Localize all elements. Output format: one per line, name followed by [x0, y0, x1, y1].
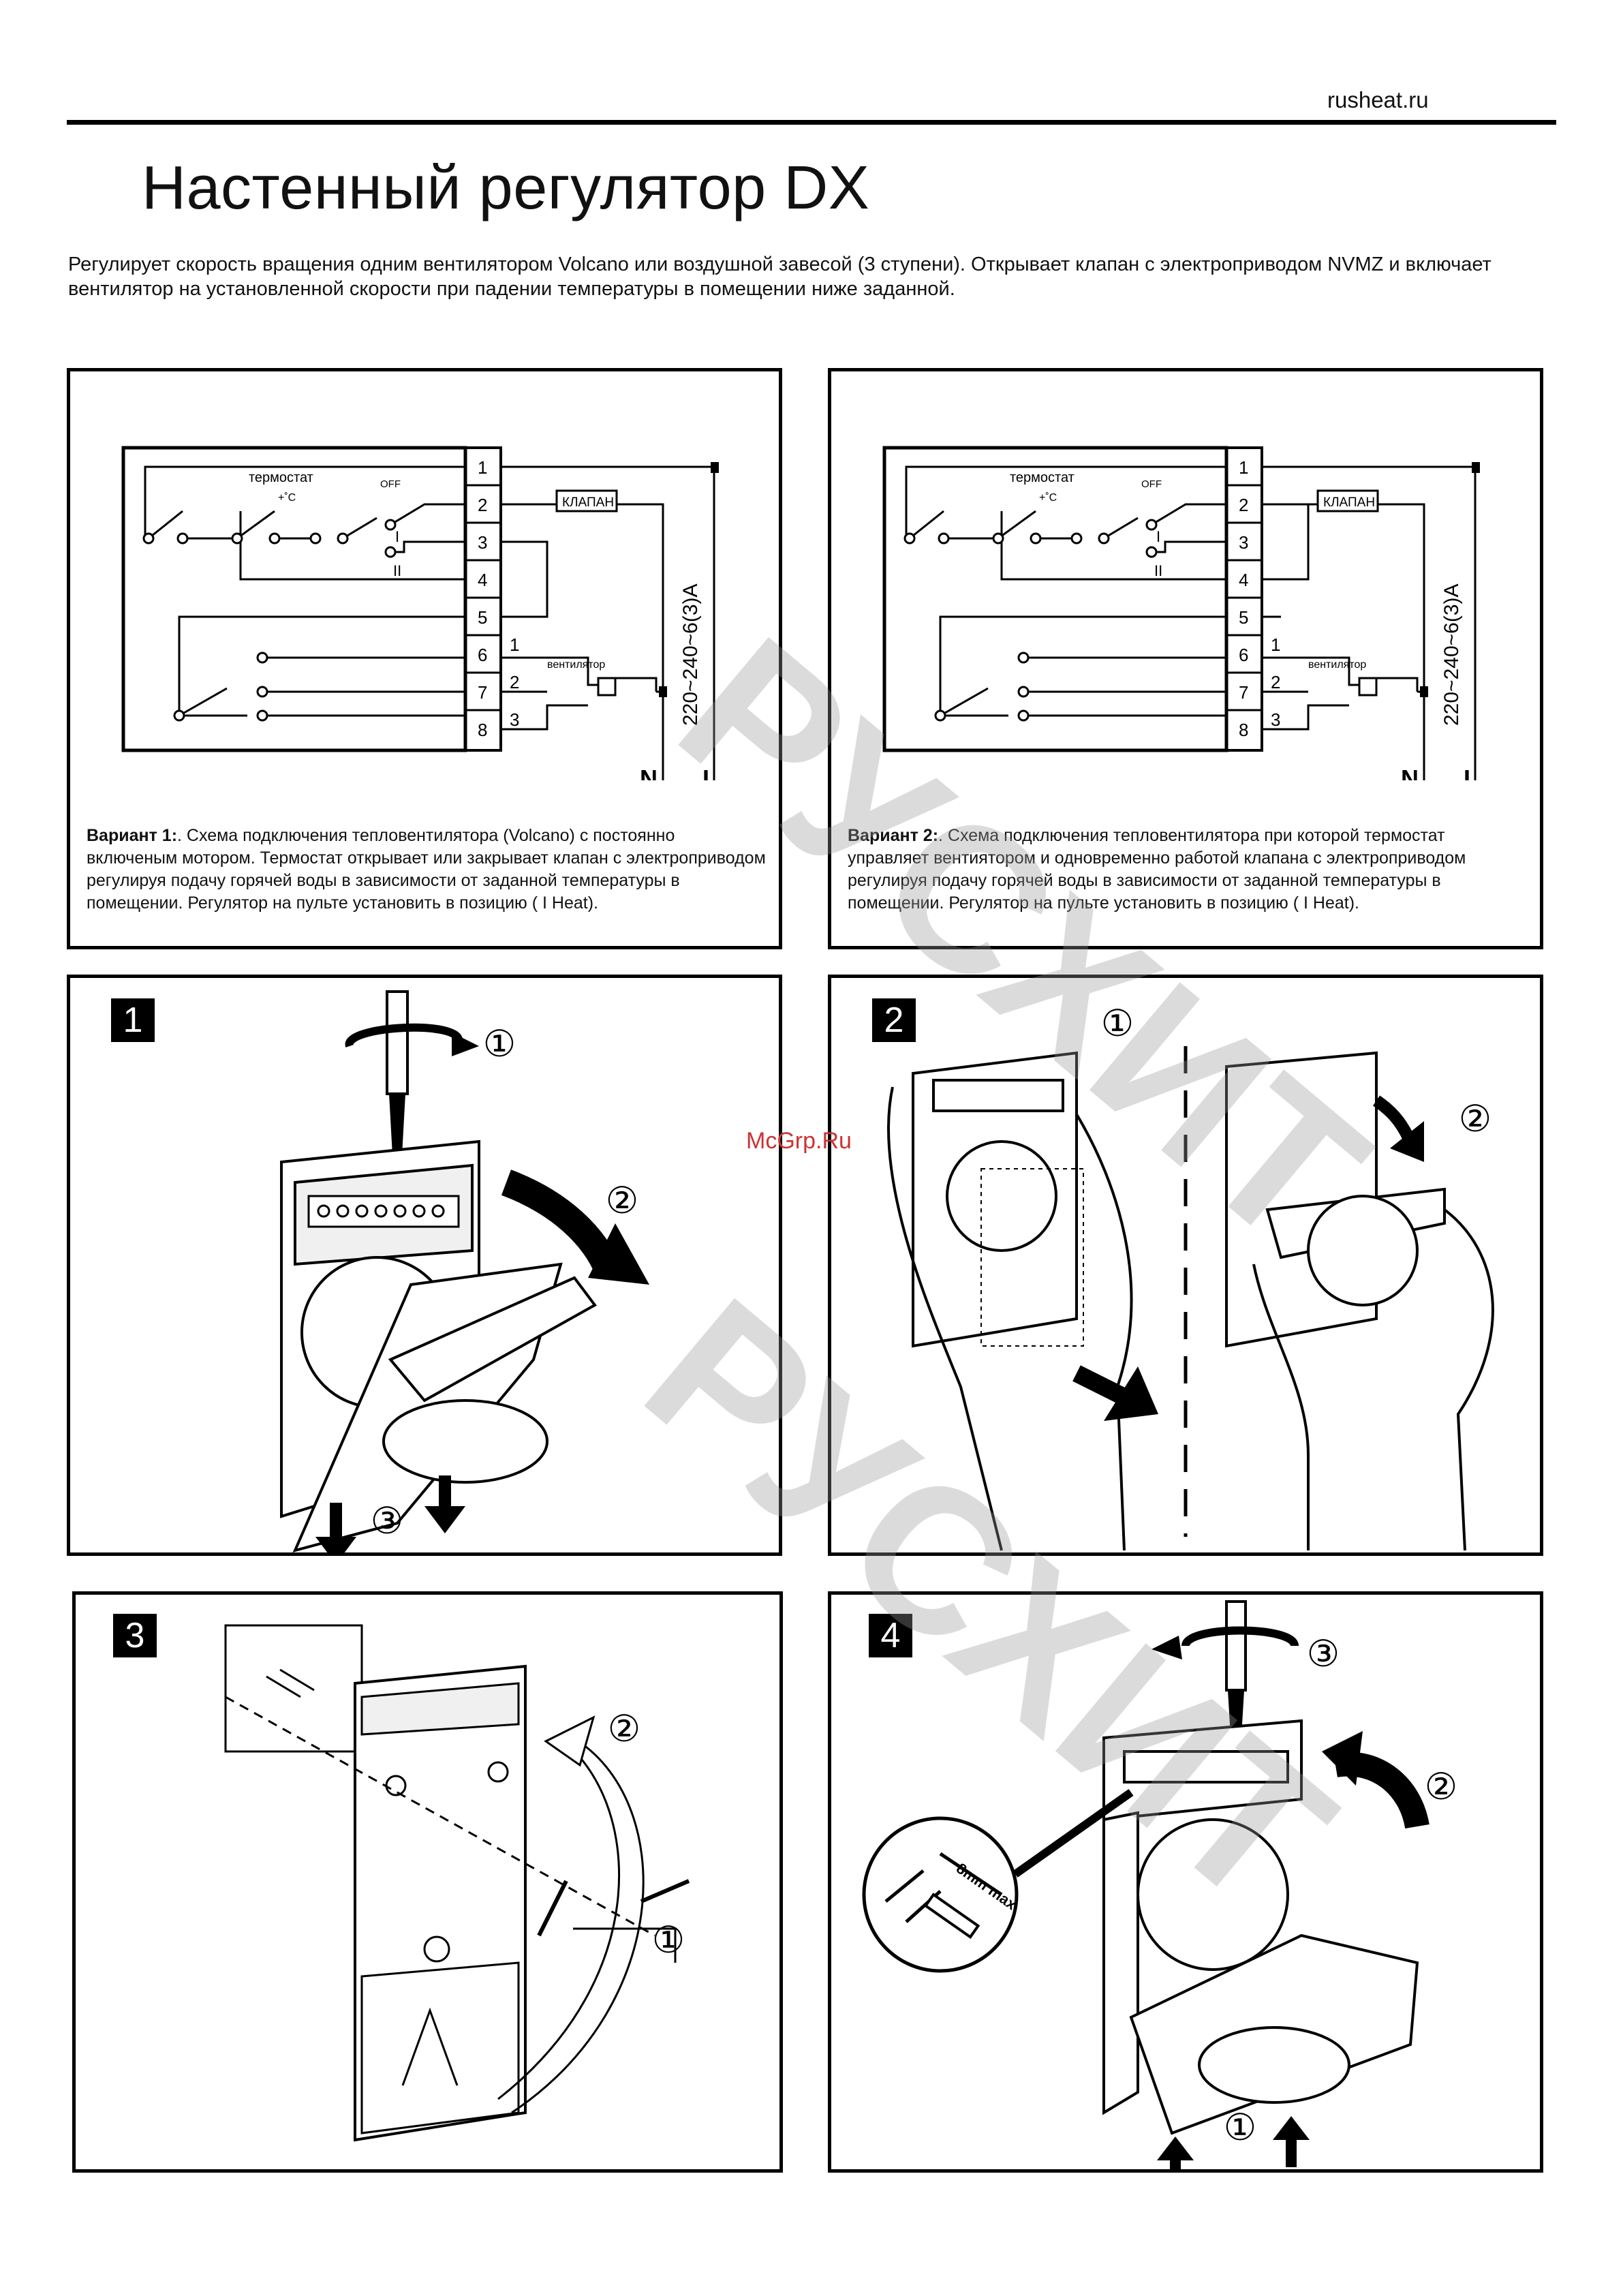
variant-2-caption: Вариант 2:. Схема подключения тепловенти… — [848, 825, 1529, 915]
terminal-6: 6 — [478, 645, 487, 665]
terminal-8: 8 — [1239, 720, 1248, 740]
intro-text: Регулирует скорость вращения одним венти… — [68, 254, 1491, 300]
fan-speed-2: 2 — [510, 672, 519, 692]
variant-2-label: Вариант 2: — [848, 826, 939, 845]
thermostat-label: термостат — [1010, 470, 1075, 485]
step-1-panel: 1 — [67, 975, 782, 1556]
fan-speed-3: 3 — [1271, 709, 1280, 730]
valve-label: КЛАПАН — [1323, 495, 1375, 510]
thermostat-label: термостат — [249, 470, 313, 485]
terminal-3: 3 — [1239, 532, 1248, 553]
terminal-7: 7 — [1239, 682, 1248, 703]
line-label: L — [1464, 765, 1479, 780]
wiring-panel-variant-2: 1 2 3 4 5 6 7 8 термостат +˚C OFF I II К… — [828, 368, 1543, 949]
plus-c-label: +˚C — [1039, 492, 1057, 504]
variant-1-label: Вариант 1: — [87, 826, 178, 845]
line-label: L — [702, 765, 717, 780]
variant-2-text: . Схема подключения тепловентилятора при… — [848, 826, 1466, 913]
terminal-2: 2 — [1239, 495, 1248, 515]
plus-c-label: +˚C — [278, 492, 296, 504]
voltage-label: 220~240~6(3)A — [679, 583, 702, 726]
speed-II-label: II — [1154, 562, 1162, 579]
terminal-1: 1 — [1239, 457, 1248, 478]
page-title: Настенный регулятор DX — [142, 154, 870, 222]
step-3-number: 3 — [113, 1614, 157, 1657]
step-1-illustration: ① ② ③ — [280, 990, 649, 1552]
terminal-7: 7 — [478, 682, 487, 703]
variant-1-caption: Вариант 1:. Схема подключения тепловенти… — [87, 825, 768, 915]
step-2-illustration: ① ② — [886, 1003, 1494, 1551]
fan-speed-1: 1 — [1271, 634, 1280, 655]
header-rule — [67, 120, 1556, 125]
wiring-diagram-2: 1 2 3 4 5 6 7 8 термостат +˚C OFF I II К… — [882, 446, 1480, 780]
step-2-number: 2 — [872, 998, 916, 1042]
fan-speed-1: 1 — [510, 634, 519, 655]
step-2-marker-1: ① — [1101, 1003, 1134, 1044]
terminal-8: 8 — [478, 720, 487, 740]
terminal-6: 6 — [1239, 645, 1248, 665]
step-2-panel: 2 ① ② — [828, 975, 1543, 1556]
off-label: OFF — [380, 478, 401, 490]
fan-speed-2: 2 — [1271, 672, 1280, 692]
valve-label: КЛАПАН — [562, 495, 614, 510]
neutral-label: N — [1401, 765, 1419, 780]
terminal-5: 5 — [478, 607, 487, 628]
terminal-2: 2 — [478, 495, 487, 515]
terminal-4: 4 — [478, 570, 487, 590]
step-1-marker-1: ① — [483, 1024, 516, 1065]
speed-I-label: I — [395, 528, 399, 545]
terminal-3: 3 — [478, 532, 487, 553]
wiring-panel-variant-1: 1 2 3 4 5 6 7 8 термостат +˚C OFF I II К… — [67, 368, 782, 949]
fan-label: вентилятор — [1308, 659, 1366, 671]
variant-1-text: . Схема подключения тепловентилятора (Vo… — [87, 826, 766, 913]
terminal-1: 1 — [478, 457, 487, 478]
step-1-marker-2: ② — [606, 1180, 638, 1221]
speed-II-label: II — [393, 562, 401, 579]
step-3-illustration: ② ① — [224, 1624, 690, 2142]
voltage-label: 220~240~6(3)A — [1440, 583, 1463, 726]
step-1-marker-3: ③ — [371, 1501, 403, 1542]
fan-speed-3: 3 — [510, 709, 519, 730]
off-label: OFF — [1141, 478, 1162, 490]
fan-label: вентилятор — [547, 659, 605, 671]
terminal-5: 5 — [1239, 607, 1248, 628]
step-3-marker-2: ② — [608, 1709, 640, 1749]
step-4-marker-3: ③ — [1307, 1634, 1340, 1674]
step-4-number: 4 — [869, 1614, 912, 1657]
watermark-site: McGrp.Ru — [746, 1128, 852, 1154]
neutral-label: N — [640, 765, 658, 780]
step-3-panel: 3 ② ① — [72, 1591, 783, 2173]
step-4-illustration: 8mm max ③ ② ① — [862, 1600, 1457, 2169]
speed-I-label: I — [1156, 528, 1160, 545]
step-4-marker-1: ① — [1224, 2107, 1256, 2148]
step-2-marker-2: ② — [1459, 1099, 1491, 1139]
wiring-diagram-1: 1 2 3 4 5 6 7 8 термостат +˚C OFF I II К… — [121, 446, 719, 780]
step-4-panel: 4 — [828, 1591, 1543, 2173]
site-url: rusheat.ru — [1327, 87, 1429, 112]
terminal-4: 4 — [1239, 570, 1248, 590]
step-4-marker-2: ② — [1425, 1766, 1457, 1807]
step-3-marker-1: ① — [652, 1920, 685, 1961]
step-1-number: 1 — [111, 998, 155, 1042]
